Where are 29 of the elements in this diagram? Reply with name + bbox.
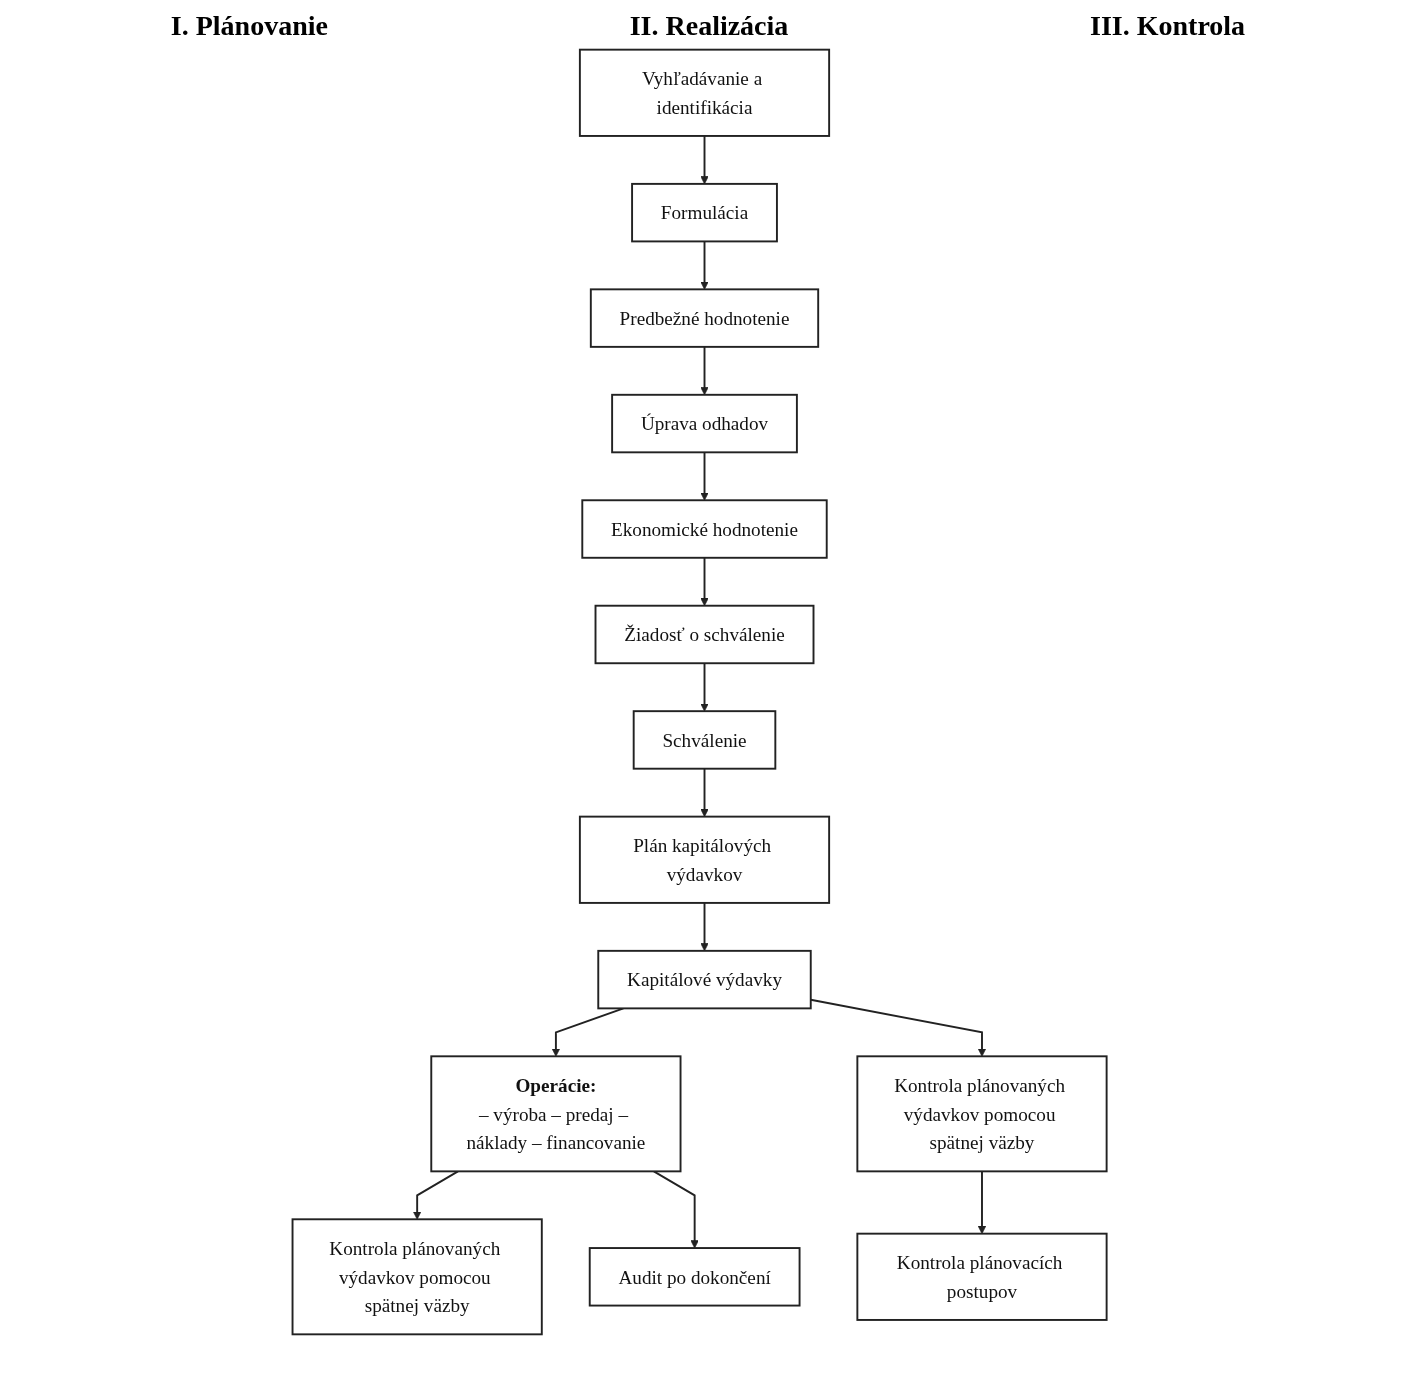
column-heading: III. Kontrola xyxy=(1090,10,1246,42)
node-box: Operácie: – výroba – predaj – náklady – financovanie xyxy=(430,1055,682,1173)
arrow xyxy=(978,1170,987,1235)
node-box: Plán kapitálových výdavkov xyxy=(579,815,831,904)
arrow xyxy=(700,135,710,185)
node-box: Schválenie xyxy=(633,710,777,770)
arrow xyxy=(700,767,710,817)
arrow xyxy=(653,1170,700,1249)
arrow xyxy=(413,1170,460,1220)
node-box: Formulácia xyxy=(631,182,779,243)
column-heading: I. Plánovanie xyxy=(170,10,328,42)
node-box: Kapitálové výdavky xyxy=(597,949,813,1010)
column-heading: II. Realizácia xyxy=(629,10,789,42)
arrow xyxy=(700,451,710,501)
node-box: Vyhľadávanie a identifikácia xyxy=(579,48,831,137)
arrow xyxy=(700,662,710,712)
arrow xyxy=(700,345,710,396)
node-box: Predbežné hodnotenie xyxy=(590,288,820,348)
node-box: Žiadosť o schválenie xyxy=(594,604,815,665)
arrow xyxy=(700,556,710,607)
node-box: Ekonomické hodnotenie xyxy=(581,499,829,559)
arrow xyxy=(700,901,710,952)
node-box: Kontrola plánovaných výdavkov pomocou spätnej väzby xyxy=(856,1055,1108,1173)
node-box: Kontrola plánovacích postupov xyxy=(856,1232,1108,1321)
arrow xyxy=(700,240,710,290)
node-box: Audit po dokončení xyxy=(589,1247,801,1307)
node-box: Úprava odhadov xyxy=(611,393,799,454)
node-box: Kontrola plánovaných výdavkov pomocou spätnej väzby xyxy=(292,1218,544,1336)
arrow xyxy=(552,1007,625,1057)
